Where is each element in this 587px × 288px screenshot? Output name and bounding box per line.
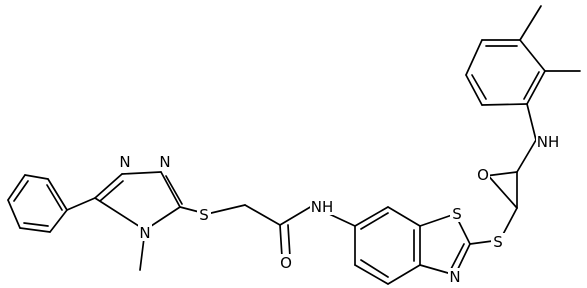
thiazole-ring	[419, 213, 471, 276]
atom-n-triazole-2: N	[158, 153, 172, 171]
methyl-bond-upper	[519, 5, 542, 41]
svg-text:O: O	[477, 166, 489, 184]
svg-text:S: S	[452, 205, 462, 223]
atom-s-thioether-left: S	[197, 206, 211, 224]
atom-n-triazole-4: N	[138, 224, 152, 242]
svg-text:N: N	[119, 153, 130, 171]
svg-text:N: N	[139, 224, 150, 242]
triazole-ring	[94, 171, 183, 231]
bonds	[7, 5, 581, 285]
atom-n-triazole-1: N	[118, 153, 132, 171]
svg-text:O: O	[280, 254, 292, 272]
dimethylphenyl-ring	[465, 39, 546, 106]
atom-s-thioether-right: S	[491, 233, 505, 251]
svg-text:NH: NH	[537, 133, 560, 151]
atom-s-thiazole: S	[450, 205, 464, 223]
svg-text:NH: NH	[311, 198, 334, 216]
atom-nh-amide-left: NH	[310, 198, 334, 216]
benzothiazole-benzene-ring	[354, 206, 421, 285]
svg-text:N: N	[449, 268, 460, 286]
svg-text:N: N	[159, 153, 170, 171]
phenyl-triazole-bond	[66, 197, 96, 211]
phenyl-ring	[7, 174, 68, 233]
atom-n-thiazole: N	[448, 268, 462, 286]
atom-o-amide-left: O	[279, 254, 293, 272]
svg-text:S: S	[199, 206, 209, 224]
atom-o-amide-right: O	[476, 166, 490, 184]
atom-labels: N N N S O NH S N	[118, 133, 560, 286]
atom-nh-amide-right: NH	[536, 133, 560, 151]
svg-text:S: S	[493, 233, 503, 251]
